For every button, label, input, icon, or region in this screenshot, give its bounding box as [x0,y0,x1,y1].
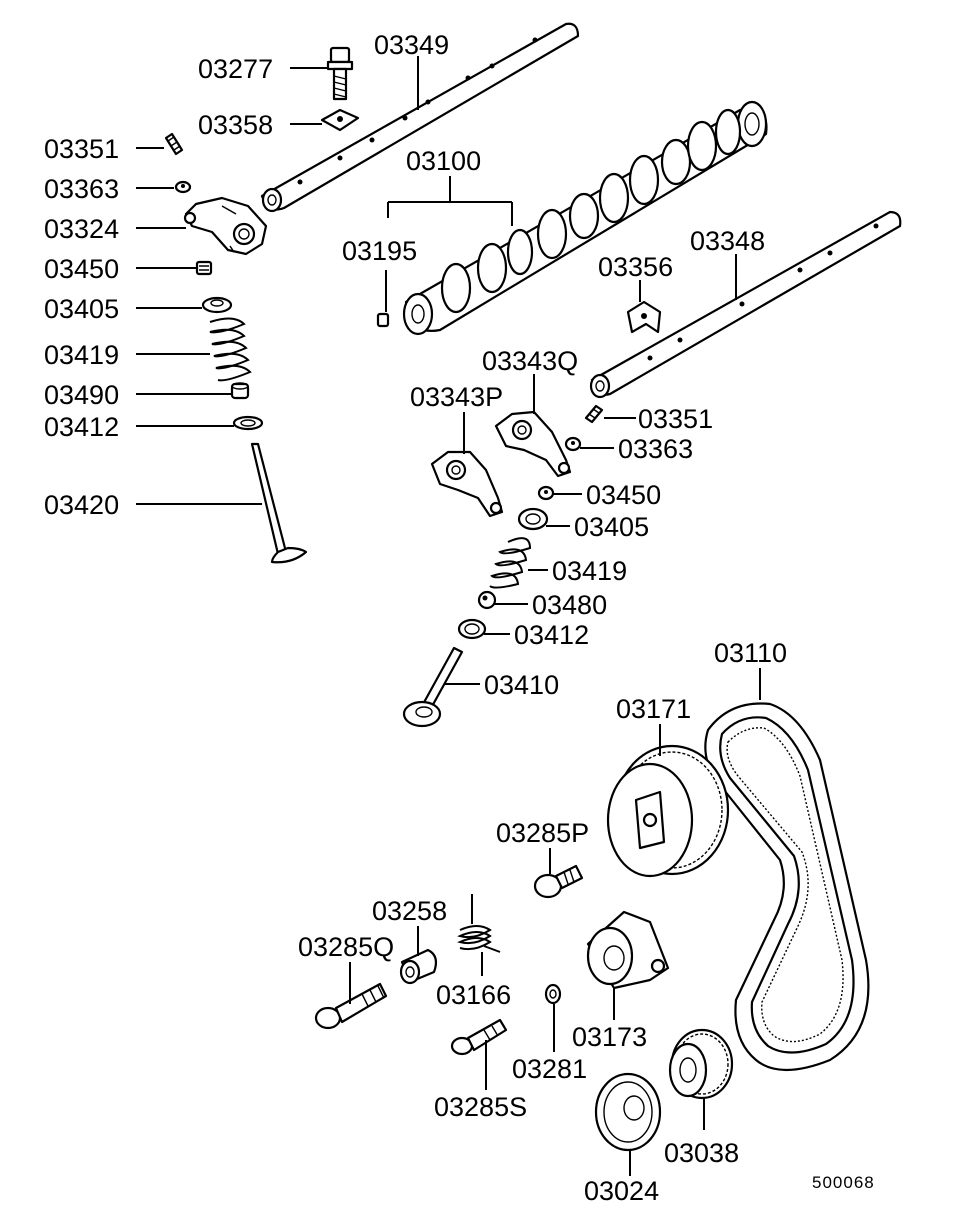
callout-03038: 03038 [664,1138,739,1168]
adjusting-screw-03450-right[interactable] [537,485,555,501]
callout-03024: 03024 [584,1176,659,1206]
bolt-03285S[interactable] [450,1018,508,1056]
valve-03420[interactable] [250,442,308,564]
adjusting-screw-03450-left[interactable] [195,260,213,276]
callout-03281: 03281 [512,1054,587,1084]
leader-lines [136,56,761,1176]
clamp-03356[interactable] [626,300,662,334]
retainer-03405-right[interactable] [517,507,549,531]
rocker-shaft-right[interactable] [589,210,902,399]
camshaft-sprocket-03171[interactable] [606,744,730,878]
callout-03166: 03166 [436,980,511,1010]
callout-03173: 03173 [572,1022,647,1052]
spacer-03258[interactable] [399,948,438,985]
clamp-03358[interactable] [320,108,360,132]
camshaft-03100[interactable] [402,100,768,336]
callout-03419-left: 03419 [44,340,119,370]
valve-spring-03419-right[interactable] [489,537,532,589]
callout-03450-left: 03450 [44,254,119,284]
callout-03356: 03356 [598,252,673,282]
washer-03281[interactable] [544,983,562,1005]
bolt-03277[interactable] [326,46,354,101]
valve-seal-03490[interactable] [230,382,250,400]
retainer-03405-left[interactable] [201,296,233,314]
callout-03419-right: 03419 [552,556,627,586]
tensioner-03173[interactable] [586,910,670,990]
valve-spring-03419-left[interactable] [209,317,252,382]
callout-03324: 03324 [44,214,119,244]
callout-03351-right: 03351 [638,404,713,434]
callout-03420: 03420 [44,490,119,520]
washer-03412-right[interactable] [457,618,487,640]
callout-labels: 03349 03277 03358 03351 03363 03324 0345… [44,30,787,1206]
callout-03490: 03490 [44,380,119,410]
callout-03285S: 03285S [434,1092,527,1122]
callout-03285Q: 03285Q [298,932,394,962]
bolt-03285P[interactable] [533,864,584,899]
callout-03363-left: 03363 [44,174,119,204]
callout-03412-left: 03412 [44,412,119,442]
bolt-03285Q[interactable] [314,982,388,1030]
callout-03100: 03100 [406,146,481,176]
crank-sprocket-03038[interactable] [668,1028,734,1100]
washer-03412-left[interactable] [232,415,264,431]
callout-03343P: 03343P [410,382,503,412]
valve-03410[interactable] [402,646,464,728]
callout-03195: 03195 [342,236,417,266]
rocker-arm-03324[interactable] [183,196,268,256]
callout-03277: 03277 [198,54,273,84]
dowel-pin-03195[interactable] [376,312,390,328]
spring-03166[interactable] [457,894,501,953]
spring-pin-03351-right[interactable] [584,404,604,424]
rocker-shaft-left[interactable] [260,22,580,213]
callout-03351-left: 03351 [44,134,119,164]
rocker-arm-03343P[interactable] [430,450,504,518]
spring-pin-03351-left[interactable] [164,132,184,156]
callout-03412-right: 03412 [514,620,589,650]
callout-03343Q: 03343Q [482,346,578,376]
timing-belt-03110[interactable] [704,702,870,1072]
callout-03480: 03480 [532,590,607,620]
diagram-code: 500068 [812,1173,875,1192]
valve-seal-03480[interactable] [477,590,497,610]
flange-03024[interactable] [594,1072,662,1152]
rocker-arm-03343Q[interactable] [494,410,572,478]
callout-03171: 03171 [616,694,691,724]
callout-03358: 03358 [198,110,273,140]
nut-03363-left[interactable] [174,180,192,194]
callout-03405-right: 03405 [574,512,649,542]
callout-03258: 03258 [372,896,447,926]
callout-03349: 03349 [374,30,449,60]
callout-03405-left: 03405 [44,294,119,324]
callout-03363-right: 03363 [618,434,693,464]
callout-03450-right: 03450 [586,480,661,510]
callout-03285P: 03285P [496,818,589,848]
callout-03348: 03348 [690,226,765,256]
callout-03110: 03110 [714,638,787,668]
nut-03363-right[interactable] [564,436,582,452]
callout-03410: 03410 [484,670,559,700]
